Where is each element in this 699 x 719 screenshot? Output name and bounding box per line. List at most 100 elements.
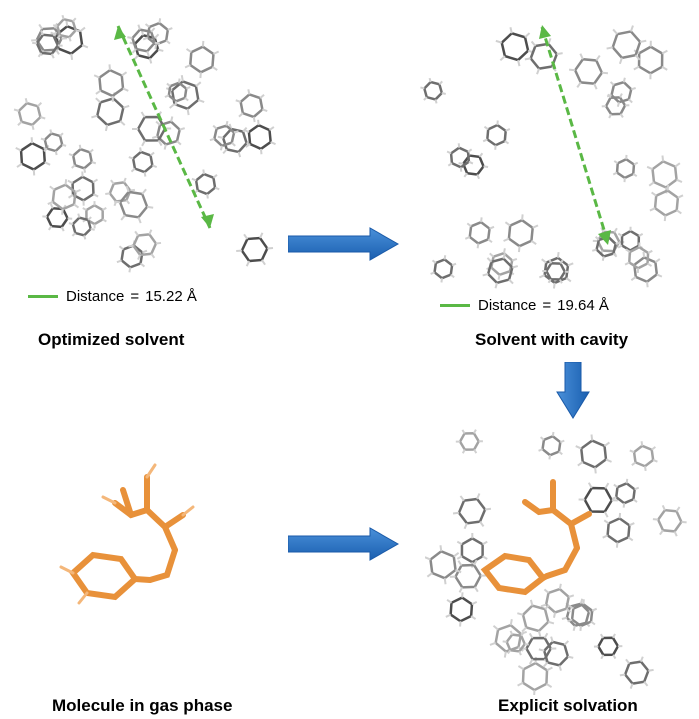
hydrogen-bond [625,248,631,253]
hydrogen-bond [79,26,86,33]
hydrogen-bond [521,626,527,633]
hydrogen-bond [487,238,493,244]
solvent-ring [422,80,444,101]
hydrogen-bond [180,75,184,82]
hydrogen-bond [634,54,641,61]
hydrogen-bond [539,436,545,441]
hydrogen-bond [486,257,493,263]
hydrogen-bond [55,49,60,55]
hydrogen-bond [148,57,153,64]
hydrogen-bond [619,93,623,98]
hydrogen-bond [47,200,54,206]
right-arrow-icon [288,527,400,561]
hydrogen-bond [559,279,563,284]
hydrogen-bond [609,81,615,86]
hydrogen-bond [245,143,251,148]
hydrogen-bond [482,555,488,560]
hydrogen-bond [654,258,661,264]
hydrogen-bond [528,632,534,639]
hydrogen-bond [517,612,524,616]
hydrogen-bond [128,267,132,273]
hydrogen-bond [603,511,609,518]
gas-phase-title: Molecule in gas phase [52,696,233,715]
hydrogen-bond [202,169,205,175]
hydrogen-bond [476,174,480,180]
solvent-ring [541,434,562,457]
hydrogen-bond [445,613,452,618]
hydrogen-bond [446,598,453,604]
hydrogen-bond [456,555,463,560]
hydrogen-bond [603,519,610,525]
hydrogen-bond [622,77,626,83]
hydrogen-bond [579,625,582,632]
hydrogen-bond [674,162,681,168]
hydrogen-bond [543,588,550,594]
hydrogen-bond [638,233,644,237]
hydrogen-bond [118,245,124,251]
hydrogen-bond [480,217,483,223]
hydrogen-bond [89,148,94,154]
hydrogen-bond [222,148,228,155]
solvent-ring [521,661,549,692]
hydrogen-bond [643,681,649,687]
hydrogen-bond [629,683,634,689]
hydrogen-bond [139,147,142,153]
hydrogen-bond [648,181,655,187]
solvent-ring [17,101,42,127]
hydrogen-bond [473,586,479,593]
solvent-ring [51,183,77,211]
hydrogen-bond [632,173,638,178]
optimized-solvent-panel [10,10,280,285]
hydrogen-bond [151,135,158,139]
hydrogen-bond [447,162,453,167]
hydrogen-bond [116,259,122,264]
hydrogen-bond [235,99,241,103]
hydrogen-bond [497,274,501,280]
equals-sign: = [542,297,552,314]
solvent-ring [19,141,47,171]
hydrogen-bond [611,496,617,500]
solvent-ring [544,261,567,281]
hydrogen-bond [639,39,647,43]
hydrogen-bond [133,54,139,60]
hydrogen-bond [572,625,576,631]
hydrogen-bond [590,434,594,441]
hydrogen-bond [268,126,275,131]
hydrogen-bond [624,261,630,266]
hydrogen-bond [141,188,147,195]
hydrogen-bond [78,144,82,150]
solvent-ring [583,486,614,514]
hydrogen-bond [613,160,619,165]
solvent-ring [468,220,491,245]
hydrogen-bond [157,48,164,52]
hydrogen-bond [130,188,136,192]
hydrogen-bond [538,648,545,652]
hydrogen-bond [509,27,513,34]
distance-legend-optimized: Distance = 15.22 Å [28,288,197,305]
solvent-ring [460,536,484,564]
hydrogen-bond [612,633,616,639]
hydrogen-bond [459,495,465,502]
hydrogen-bond [54,150,58,156]
hydrogen-bond [217,135,224,139]
solvent-ring [606,516,631,544]
hydrogen-bond [646,262,653,267]
hydrogen-bond [495,39,503,44]
solvent-ring [500,31,530,62]
hydrogen-bond [426,572,433,578]
distance-legend-cavity: Distance = 19.64 Å [440,297,609,314]
hydrogen-bond [237,151,242,158]
hydrogen-bond [615,241,621,245]
hydrogen-bond [68,153,74,157]
hydrogen-bond [150,27,156,33]
hydrogen-bond [677,194,684,199]
hydrogen-bond [568,68,576,72]
hydrogen-bond [52,24,58,28]
hydrogen-bond [548,455,552,460]
hydrogen-bond [270,141,276,146]
hydrogen-bond [681,520,687,524]
solvent-ring [458,432,481,451]
hydrogen-bond [40,30,44,36]
hydrogen-bond [548,259,553,264]
hydrogen-bond [134,230,139,237]
